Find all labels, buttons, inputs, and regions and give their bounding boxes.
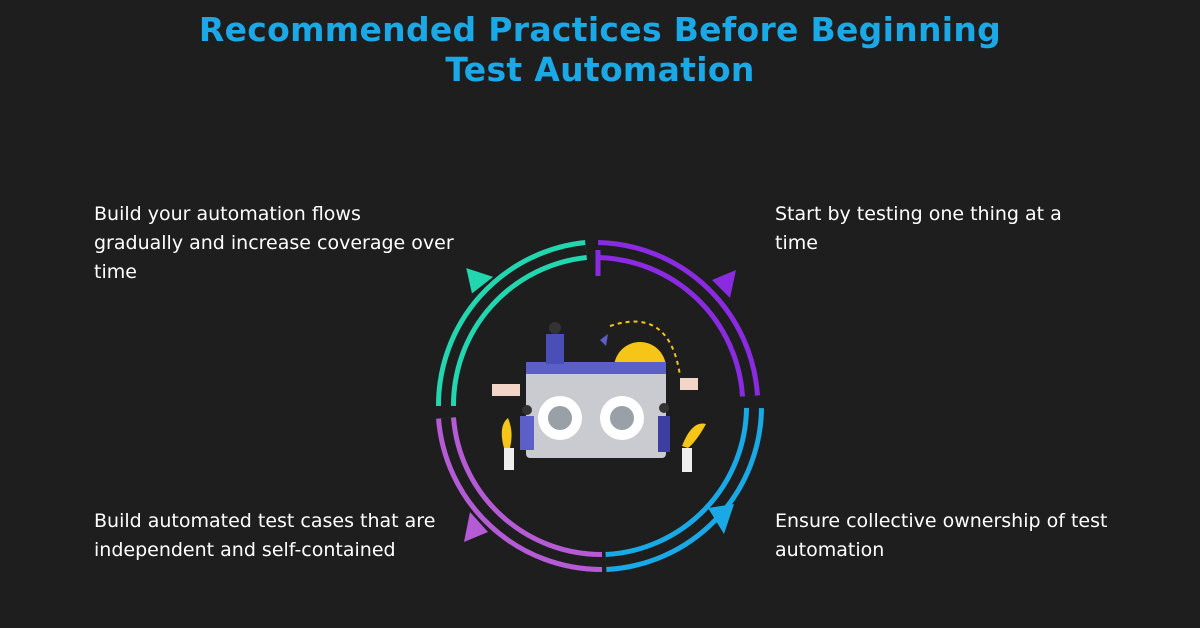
arrow-head-icon [708,504,734,534]
team-automation-illustration [492,320,706,472]
title-line-2: Test Automation [445,50,755,89]
practice-bottom-left: Build automated test cases that are inde… [94,510,436,561]
arc-top-right [595,238,762,397]
title-line-1: Recommended Practices Before Beginning [198,10,1002,49]
arrow-head-icon [464,512,488,542]
diagram-title: Recommended Practices Before Beginning T… [0,10,1200,90]
arc-top-left [435,240,588,407]
arc-bottom-right [605,407,764,572]
arrow-head-icon [712,270,736,298]
practice-top-left: Build your automation flows gradually an… [94,203,454,283]
arc-bottom-left [436,417,603,573]
cycle-diagram [435,238,764,573]
practice-top-right: Start by testing one thing at a time [775,203,1062,254]
practice-bottom-right: Ensure collective ownership of test auto… [775,510,1108,561]
arrow-head-icon [466,268,494,294]
